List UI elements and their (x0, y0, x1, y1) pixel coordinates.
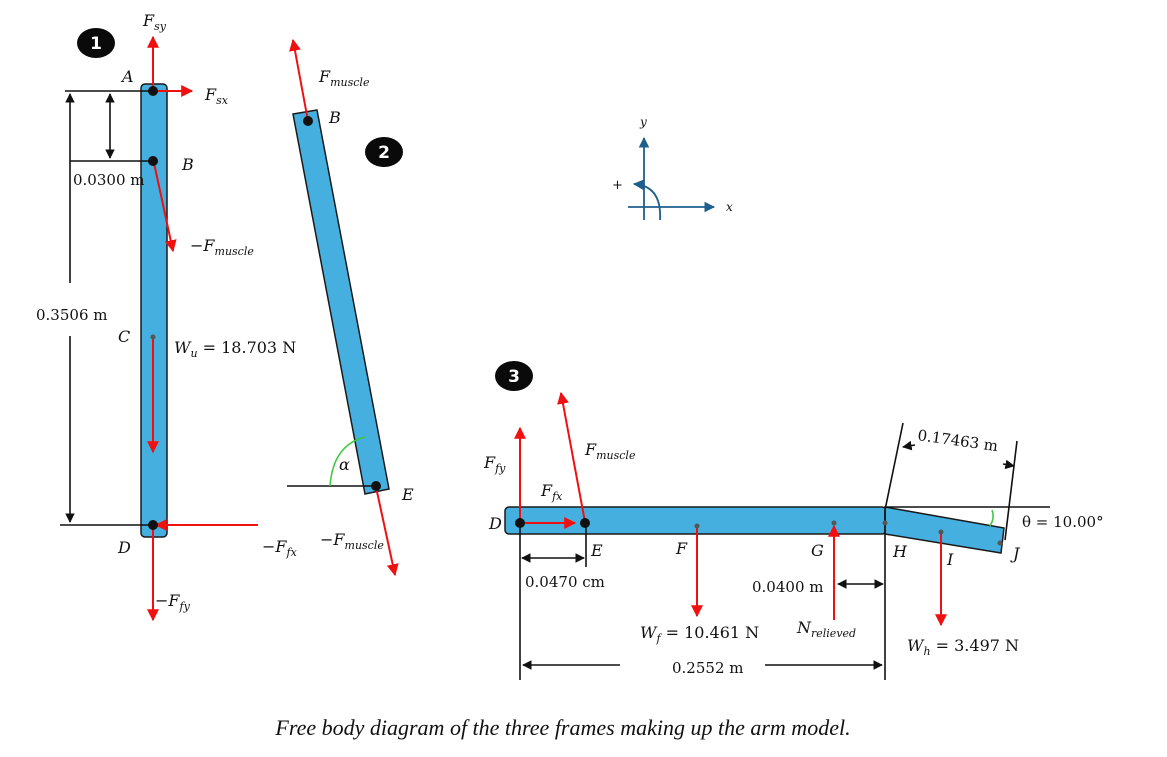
label-fmuscle: Fmuscle (584, 440, 636, 462)
coordinate-axes: x y + (612, 115, 733, 221)
positive-rotation-arc-icon (632, 179, 661, 221)
label-g: G (811, 541, 824, 560)
point-c (150, 334, 156, 340)
label-wu: Wu = 18.703 N (174, 338, 296, 360)
label-b: B (328, 108, 341, 127)
theta-arc (989, 509, 994, 527)
label-d: D (117, 538, 131, 557)
badge-3 (495, 361, 533, 391)
label-nrelieved: Nrelieved (796, 618, 856, 640)
point-i (938, 529, 944, 535)
force-fmuscle-arrow (289, 38, 309, 122)
dim-dh-label: 0.2552 m (672, 659, 743, 677)
ext-line-j-tilted (1004, 440, 1018, 541)
label-c: C (118, 327, 130, 346)
point-j (997, 540, 1003, 546)
y-axis-label: y (639, 115, 647, 129)
x-axis-label: x (726, 200, 733, 214)
figure-caption: Free body diagram of the three frames ma… (274, 715, 850, 740)
label-e: E (401, 485, 414, 504)
point-d (515, 518, 525, 528)
point-e (580, 518, 590, 528)
badge-2 (365, 137, 403, 167)
point-b (303, 116, 313, 126)
label-wh: Wh = 3.497 N (907, 636, 1019, 658)
point-b (148, 156, 158, 166)
label-fsx: Fsx (204, 85, 229, 107)
dim-ab-label: 0.0300 m (73, 171, 144, 189)
angle-alpha-arc (329, 436, 366, 487)
dim-hj-label: 0.17463 m (916, 426, 999, 455)
dim-arrow-hj-left (902, 440, 916, 451)
point-e (371, 481, 381, 491)
label-j: J (1010, 544, 1021, 563)
label-alpha: α (339, 455, 350, 474)
forearm-bar (504, 506, 887, 535)
positive-sign-label: + (612, 178, 623, 193)
frame-2: 2 α B E Fmuscle −Fmuscle (287, 38, 414, 577)
frame-1: 1 0.0300 m 0.3506 m A B C D Fsy Fsx −Fmu… (36, 11, 298, 622)
upper-arm-bar (140, 83, 168, 538)
label-a: A (120, 67, 134, 86)
dim-de-label: 0.0470 cm (525, 573, 605, 591)
label-neg-fmuscle: −Fmuscle (190, 236, 254, 258)
forearm-bar-rotated (292, 109, 390, 495)
point-a (148, 86, 158, 96)
badge-1-label: 1 (90, 34, 102, 54)
badge-2-label: 2 (378, 143, 390, 163)
badge-3-label: 3 (508, 367, 520, 387)
label-f: F (675, 539, 688, 558)
label-wf: Wf = 10.461 N (640, 623, 759, 645)
label-fmuscle: Fmuscle (318, 67, 370, 89)
label-ffy: Ffy (483, 453, 506, 475)
label-e: E (590, 541, 603, 560)
force-neg-fmuscle-arrow (375, 486, 399, 577)
label-h: H (892, 542, 908, 561)
theta-label: θ = 10.00° (1022, 513, 1104, 531)
label-neg-fmuscle: −Fmuscle (320, 530, 384, 552)
point-h (882, 520, 888, 526)
label-neg-ffy: −Ffy (155, 591, 191, 613)
label-i: I (946, 550, 954, 569)
dim-ad-label: 0.3506 m (36, 306, 107, 324)
dim-gh-label: 0.0400 m (752, 578, 823, 596)
point-d (148, 520, 158, 530)
dim-arrow-hj-right (1002, 459, 1015, 470)
label-neg-ffx: −Ffx (262, 537, 298, 559)
ext-line-h-tilted (884, 422, 904, 511)
label-b: B (181, 155, 194, 174)
frame-3: 3 D E F G H I J (483, 361, 1104, 680)
force-fmuscle-arrow (557, 391, 586, 523)
label-ffx: Ffx (540, 481, 563, 503)
point-g (831, 520, 837, 526)
label-d: D (488, 514, 502, 533)
badge-1 (77, 28, 115, 58)
label-fsy: Fsy (142, 11, 167, 33)
force-neg-fmuscle-arrow (153, 162, 177, 253)
point-f (694, 523, 700, 529)
